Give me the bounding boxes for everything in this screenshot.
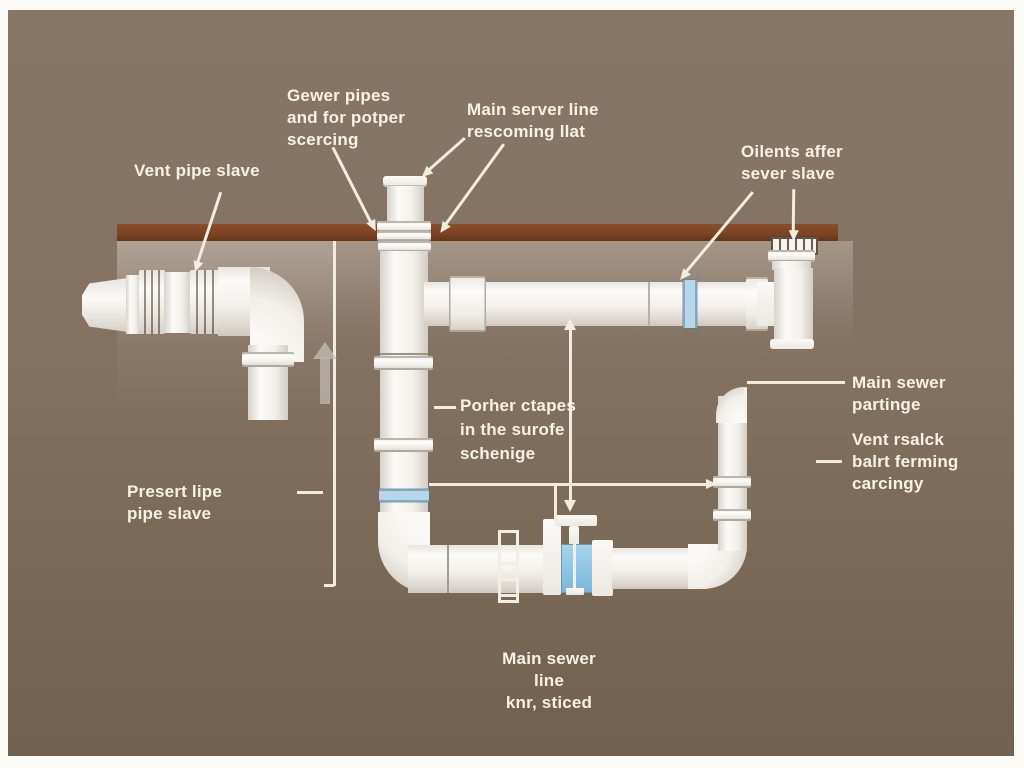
valve-left-flange xyxy=(543,519,561,595)
label-pipe-slope: Porher ctapes in the surofe schenige xyxy=(460,396,576,463)
stack-cap-rim xyxy=(383,176,427,187)
vent-cap-mid xyxy=(164,272,191,333)
label-vent-stack: Vent rsalck balrt ferming carcingy xyxy=(852,430,959,493)
arrow-stack-to-valve xyxy=(564,318,577,512)
arrow-up-head xyxy=(564,318,576,330)
arrow-outlets-b xyxy=(792,189,796,232)
valve-body xyxy=(561,544,593,593)
label-vent-pipe-slave: Vent pipe slave xyxy=(134,161,260,180)
bottom-pipe-left xyxy=(408,545,548,593)
leader-main-sewer-right xyxy=(747,381,845,384)
stack-coupling-a xyxy=(374,356,433,370)
branch-collar xyxy=(449,276,486,332)
frame-top xyxy=(0,0,1024,10)
stack-floor-coupling-c xyxy=(378,241,431,252)
frame-bottom xyxy=(0,756,1024,768)
riser-ring-b xyxy=(713,509,751,521)
branch-joint xyxy=(648,282,650,326)
vent-cap-ribs xyxy=(139,270,165,334)
valve-foot xyxy=(566,588,584,595)
pipe-clamp xyxy=(498,530,519,603)
label-sewer-pipes: Gewer pipes and for potper scercing xyxy=(287,86,406,149)
arrow-down-head xyxy=(564,500,576,512)
valve-right-flange xyxy=(592,540,613,596)
vent-cap-cone xyxy=(82,278,128,332)
valve-handle xyxy=(555,515,597,526)
stack-coupling-b xyxy=(374,438,433,452)
leader-to-riser xyxy=(429,483,707,486)
stack-floor-coupling-a xyxy=(377,221,431,232)
label-outlets: Oilents affer sever slave xyxy=(741,142,843,183)
tee-collar xyxy=(768,250,815,262)
tee-body xyxy=(774,268,813,341)
bottom-joint xyxy=(447,545,449,593)
valve-stem xyxy=(569,526,579,546)
flow-up-arrow xyxy=(313,342,337,406)
vent-cap-neck xyxy=(126,275,140,334)
dash-vent-stack xyxy=(816,460,842,463)
leader-drop-to-valve xyxy=(554,485,557,521)
stack-floor-coupling-b xyxy=(377,231,431,241)
measure-line-vertical xyxy=(333,241,336,586)
branch-blue-coupling xyxy=(683,280,697,328)
riser-ring-a xyxy=(713,476,751,488)
arrow-shaft xyxy=(569,328,572,502)
frame-right xyxy=(1014,0,1024,768)
flow-arrow-head xyxy=(313,342,337,359)
label-main-sewer-top: Main server line rescoming llat xyxy=(467,100,599,141)
dash-pipe-slope xyxy=(434,406,456,409)
tee-neck xyxy=(772,261,811,270)
dash-pressure-pipe xyxy=(297,491,323,494)
tee-bottom-flange xyxy=(770,339,814,349)
vent-cap-ribs-2 xyxy=(190,270,219,334)
floor-joist xyxy=(117,224,838,241)
label-main-sewer-bottom: Main sewer line knr, sticed xyxy=(502,649,596,712)
flow-arrow-shaft xyxy=(320,357,330,404)
valve-stem-rod xyxy=(573,544,576,591)
stack-joint-a xyxy=(380,353,428,355)
label-pressure-pipe: Presert lipe pipe slave xyxy=(127,482,223,523)
stack-cap-body xyxy=(387,186,424,224)
measure-line-foot xyxy=(324,584,334,587)
vent-down-coupling xyxy=(242,352,294,367)
label-main-sewer-right: Main sewer partinge xyxy=(852,373,946,414)
main-stack-pipe xyxy=(380,251,428,517)
riser-opening-edge xyxy=(744,388,747,418)
frame-left xyxy=(0,0,8,768)
stack-blue-coupling xyxy=(379,489,429,502)
